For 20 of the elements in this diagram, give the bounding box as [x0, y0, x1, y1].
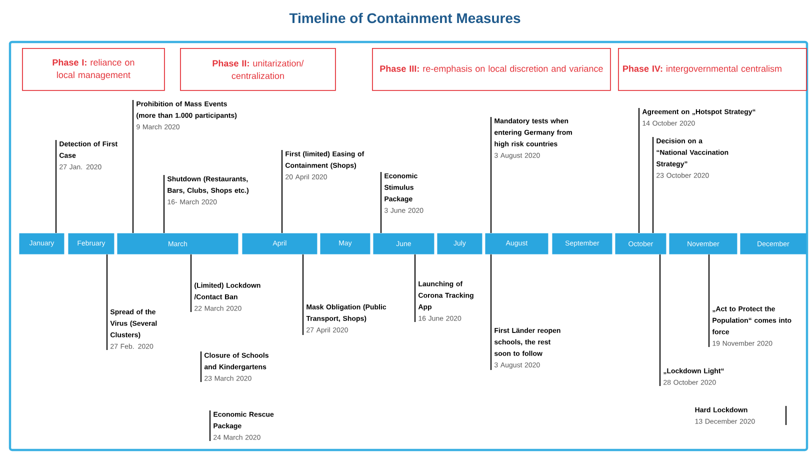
phase-box: Phase II: unitarization/ centralization	[180, 48, 336, 91]
timeline-marker	[659, 254, 661, 386]
timeline-marker	[163, 175, 165, 233]
phase-box: Phase III: re-emphasis on local discretion and variance	[372, 48, 611, 91]
timeline-marker	[708, 254, 710, 347]
timeline-marker	[190, 254, 192, 312]
timeline-marker	[132, 100, 134, 233]
timeline-marker	[55, 140, 57, 233]
phase-box: Phase I: reliance on local management	[22, 48, 165, 91]
timeline-marker	[414, 254, 416, 322]
timeline-marker	[652, 137, 654, 233]
phase-box: Phase IV: intergovernmental centralism	[618, 48, 807, 91]
timeline-marker	[490, 254, 492, 370]
timeline-marker	[490, 117, 492, 233]
timeline-marker	[380, 172, 382, 233]
title: Timeline of Containment Measures	[289, 12, 520, 24]
timeline-marker	[281, 150, 283, 233]
timeline-marker	[106, 254, 108, 350]
timeline-marker	[638, 108, 640, 233]
timeline-marker	[302, 254, 304, 335]
